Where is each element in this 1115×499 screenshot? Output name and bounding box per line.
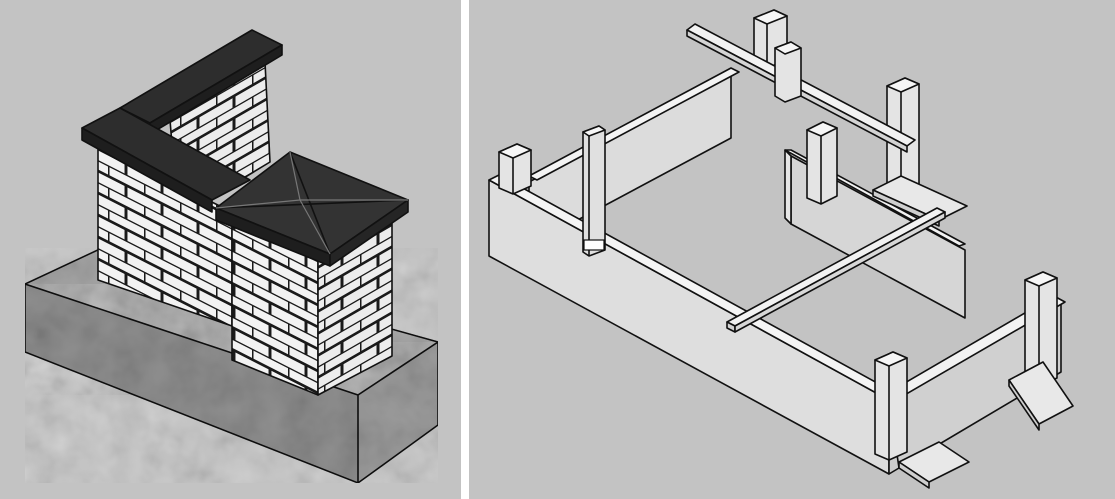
pillar-cap-icon: [215, 151, 409, 267]
formwork-drawing: [488, 9, 1074, 489]
ground-board-front: [898, 441, 970, 489]
brick-fence-drawing: [24, 29, 439, 484]
panel-formwork: [469, 0, 1115, 499]
cross-brace-front: [726, 207, 946, 333]
stake-front-right: [1024, 271, 1058, 387]
stake-back-right-2: [774, 41, 802, 103]
stake-mid: [806, 121, 838, 205]
stake-front: [874, 351, 908, 461]
panel-brick-fence: [0, 0, 461, 499]
vertical-board: [582, 125, 606, 257]
stake-left: [498, 143, 532, 195]
ground-board-right: [1008, 361, 1074, 431]
formwork-board-back: [528, 67, 740, 247]
